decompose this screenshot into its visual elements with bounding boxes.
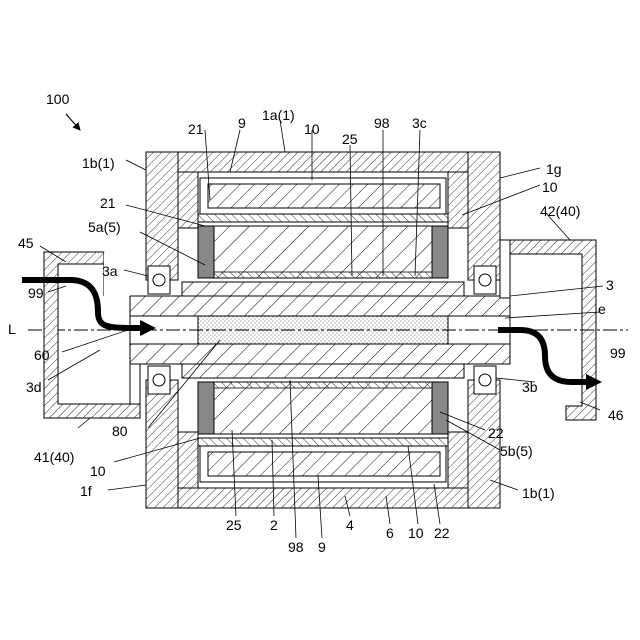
label-9-top: 9 (238, 115, 246, 131)
ref-arrow (66, 114, 80, 130)
label-L: L (8, 321, 16, 337)
label-1a: 1a(1) (262, 107, 295, 123)
label-10-bottom: 10 (408, 525, 424, 541)
label-99-right: 99 (610, 345, 626, 361)
bottom-stator-core (198, 382, 448, 434)
housing-bottom-plate (178, 488, 468, 508)
right-bottom-bearing (474, 366, 496, 394)
label-10-left: 10 (90, 463, 106, 479)
label-5b: 5b(5) (500, 443, 533, 459)
label-100: 100 (46, 91, 70, 107)
label-3: 3 (606, 277, 614, 293)
label-3d: 3d (26, 379, 42, 395)
top-coil-assembly (198, 172, 448, 222)
label-80: 80 (112, 423, 128, 439)
label-42: 42(40) (540, 203, 580, 219)
label-25-top: 25 (342, 131, 358, 147)
label-99-left: 99 (28, 285, 44, 301)
label-2: 2 (270, 517, 278, 533)
label-1f: 1f (80, 483, 92, 499)
label-10-top: 10 (304, 121, 320, 137)
label-41: 41(40) (34, 449, 74, 465)
label-10-right: 10 (542, 179, 558, 195)
label-21-b: 21 (100, 195, 116, 211)
label-21-a: 21 (188, 121, 204, 137)
left-end-cap (44, 252, 140, 418)
label-1b-right: 1b(1) (522, 485, 555, 501)
label-1b-left: 1b(1) (82, 155, 115, 171)
label-45: 45 (18, 235, 34, 251)
label-22-b: 22 (434, 525, 450, 541)
label-60: 60 (34, 347, 50, 363)
label-98-top: 98 (374, 115, 390, 131)
label-98-bottom: 98 (288, 539, 304, 555)
left-bottom-bearing (148, 366, 170, 394)
label-4: 4 (346, 517, 354, 533)
label-3c: 3c (412, 115, 427, 131)
label-5a: 5a(5) (88, 219, 121, 235)
housing-top-plate (178, 152, 468, 172)
top-stator-core (198, 226, 448, 278)
label-46: 46 (608, 407, 624, 423)
label-3a: 3a (102, 263, 118, 279)
left-top-bearing (148, 266, 170, 294)
label-3b: 3b (522, 379, 538, 395)
right-top-bearing (474, 266, 496, 294)
label-25-bottom: 25 (226, 517, 242, 533)
label-6: 6 (386, 525, 394, 541)
label-e: e (598, 301, 606, 317)
label-22-a: 22 (488, 425, 504, 441)
label-1g: 1g (546, 161, 562, 177)
label-9-bottom: 9 (318, 539, 326, 555)
